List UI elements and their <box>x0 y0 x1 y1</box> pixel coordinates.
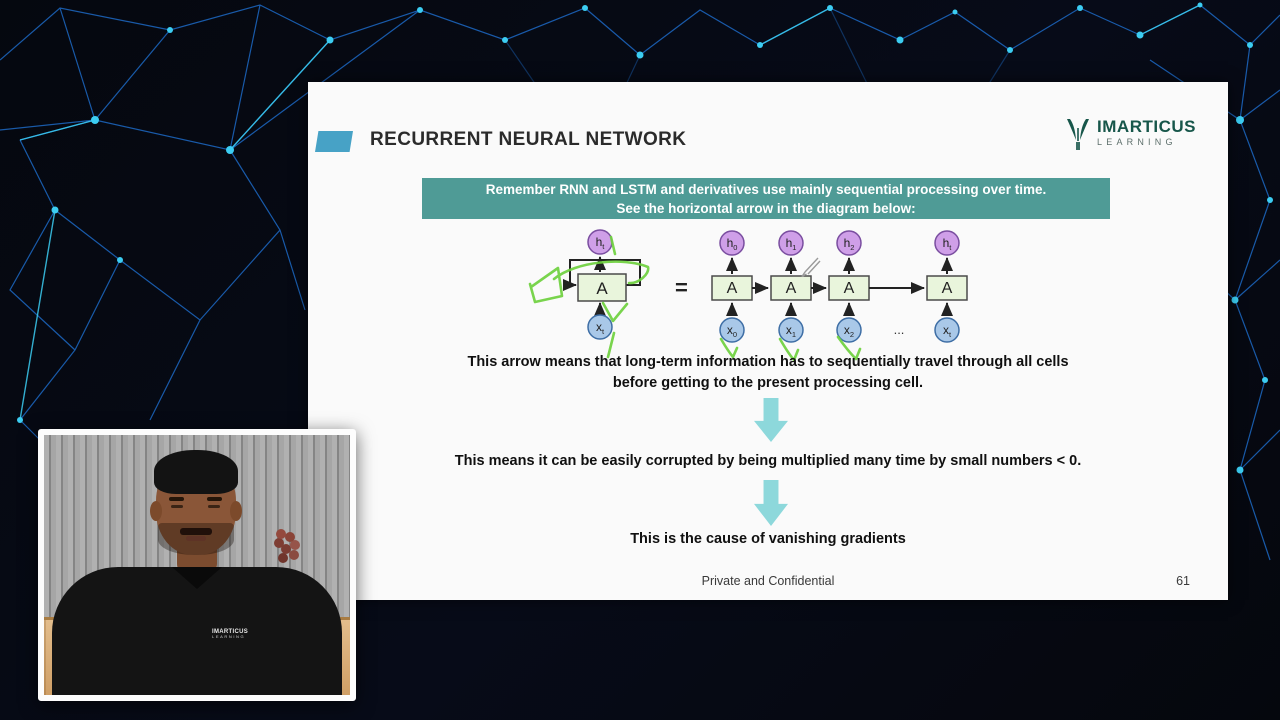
svg-text:A: A <box>727 280 738 297</box>
slide-title: RECURRENT NEURAL NETWORK <box>370 129 687 150</box>
presentation-slide: RECURRENT NEURAL NETWORK IMARTICUS LEARN… <box>308 82 1228 600</box>
presenter-ear-right <box>230 501 242 521</box>
rnn-unrolled-cell-0: A h0 x0 <box>711 230 753 343</box>
hand-annotations <box>528 235 862 362</box>
svg-text:x0: x0 <box>727 323 737 339</box>
svg-text:A: A <box>786 280 797 297</box>
input-node <box>934 317 960 343</box>
rnn-unrolled-cell-3: A ht xt <box>926 230 968 343</box>
presenter-hair <box>154 450 238 494</box>
dried-flowers <box>276 529 286 539</box>
rnn-diagram: A ht xt = A h0 x0 <box>528 229 968 362</box>
svg-text:ht: ht <box>943 236 953 252</box>
svg-text:x2: x2 <box>844 323 854 339</box>
hidden-state-node <box>719 230 745 256</box>
cell-box <box>577 273 627 302</box>
presenter-eye-right <box>208 505 220 508</box>
input-node <box>836 317 862 343</box>
imarticus-logo: IMARTICUS LEARNING <box>1065 118 1196 152</box>
banner-line-1: Remember RNN and LSTM and derivatives us… <box>485 181 1047 197</box>
svg-text:A: A <box>942 280 953 297</box>
svg-text:h0: h0 <box>727 236 738 252</box>
shirt-logo: IMARTICUS LEARNING <box>212 629 249 639</box>
logo-subtitle: LEARNING <box>1097 137 1177 147</box>
body-paragraph-1: This arrow means that long-term informat… <box>467 354 1069 391</box>
pencil-cursor-icon <box>801 257 821 278</box>
body-paragraph-3: This is the cause of vanishing gradients <box>630 531 906 547</box>
down-arrow-2 <box>754 480 788 526</box>
body-paragraph-2: This means it can be easily corrupted by… <box>454 453 1082 469</box>
svg-text:xt: xt <box>943 323 952 339</box>
banner-line-2: See the horizontal arrow in the diagram … <box>616 200 916 216</box>
webcam-overlay: IMARTICUS LEARNING <box>38 429 356 701</box>
hidden-state-node <box>934 230 960 256</box>
rnn-unrolled-cell-2: A h2 x2 <box>828 230 870 343</box>
svg-text:x1: x1 <box>786 323 796 339</box>
rnn-unrolled-cell-1: A h1 x1 <box>770 230 812 343</box>
hidden-state-node <box>836 230 862 256</box>
svg-text:xt: xt <box>596 320 605 336</box>
hidden-state-node <box>778 230 804 256</box>
svg-text:h2: h2 <box>844 236 855 252</box>
logo-name: IMARTICUS <box>1097 117 1196 136</box>
input-node <box>778 317 804 343</box>
presenter-ear-left <box>150 501 162 521</box>
webcam-scene: IMARTICUS LEARNING <box>44 435 350 695</box>
rnn-folded-cell: A ht xt <box>563 229 641 340</box>
down-arrow-1 <box>754 398 788 442</box>
presenter-mustache <box>180 528 212 535</box>
callout-banner: Remember RNN and LSTM and derivatives us… <box>422 178 1110 219</box>
presenter-eye-left <box>171 505 183 508</box>
svg-text:A: A <box>844 280 855 297</box>
footer-confidential: Private and Confidential <box>701 574 835 588</box>
page-number: 61 <box>1176 574 1190 588</box>
presenter-mouth <box>186 536 206 541</box>
svg-text:A: A <box>596 279 608 298</box>
presenter-eyebrow-left <box>169 497 184 501</box>
svg-text:h1: h1 <box>786 236 797 252</box>
input-node <box>587 314 613 340</box>
logo-text: IMARTICUS LEARNING <box>1097 118 1196 147</box>
svg-text:ht: ht <box>596 235 606 251</box>
input-node <box>719 317 745 343</box>
title-accent-shape <box>315 131 353 152</box>
equals-sign: = <box>675 275 688 300</box>
ellipsis: ... <box>894 322 905 337</box>
presenter-eyebrow-right <box>207 497 222 501</box>
imarticus-leaf-icon <box>1067 119 1090 150</box>
